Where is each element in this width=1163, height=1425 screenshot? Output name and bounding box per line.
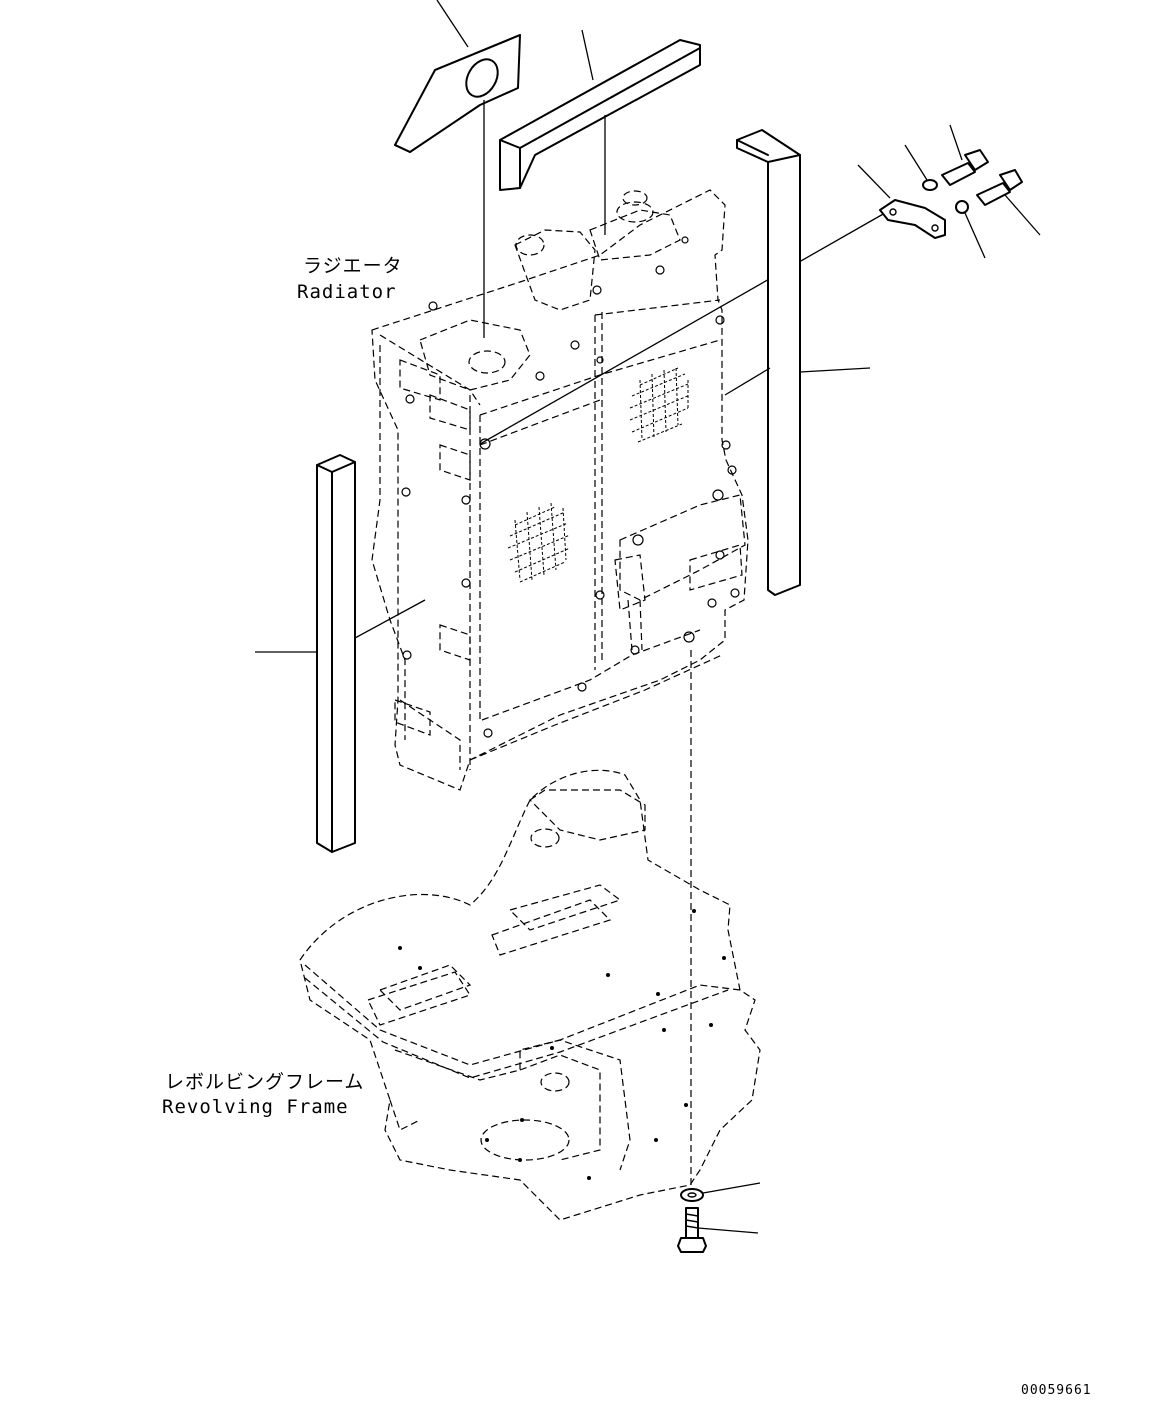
lock-washer-right [955,200,986,259]
frame-label-en: Revolving Frame [162,1096,349,1118]
bolt-bottom [677,1207,759,1253]
washer-upper [904,144,938,191]
seal-pad-top-center [499,29,701,235]
radiator-label-jp: ラジエータ [303,255,403,277]
bolt-right [976,169,1041,236]
washer-bottom [680,1182,761,1202]
radiator-assembly [371,189,886,1190]
radiator-label-en: Radiator [297,281,397,303]
frame-label-jp: レボルビングフレーム [165,1071,364,1093]
bracket [857,164,946,239]
seal-pad-left-vertical [255,454,426,853]
seal-pad-right-vertical [724,129,871,596]
drawing-number: 00059661 [1021,1383,1092,1398]
bolt-upper [941,124,989,186]
revolving-frame [299,769,761,1221]
seal-pad-top-left [394,0,521,338]
core-mesh-left [507,502,571,583]
core-mesh-right [629,367,691,443]
